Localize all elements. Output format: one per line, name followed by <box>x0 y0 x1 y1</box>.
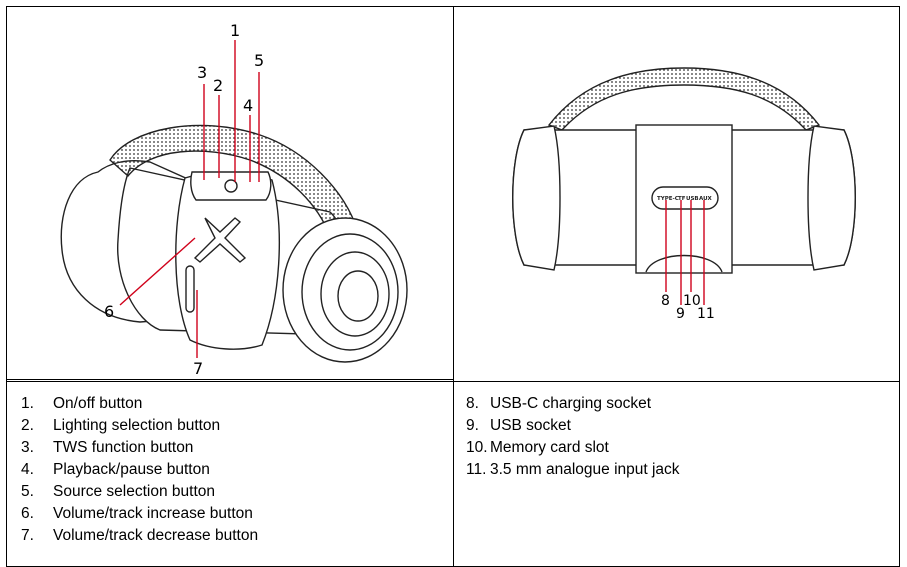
callout-9: 9 <box>676 306 685 322</box>
callout-10: 10 <box>683 293 701 309</box>
list-item: 9. USB socket <box>466 415 680 437</box>
item-number: 6. <box>21 505 34 522</box>
item-number: 9. <box>466 417 479 434</box>
handle-rear <box>547 67 821 131</box>
list-item: 3. TWS function button <box>21 437 258 459</box>
item-number: 5. <box>21 483 34 500</box>
parts-list-left: 1. On/off button 2. Lighting selection but… <box>21 393 258 547</box>
callout-7: 7 <box>193 359 203 378</box>
left-end-cap-rear <box>512 125 561 271</box>
item-number: 8. <box>466 395 479 412</box>
list-item: 1. On/off button <box>21 393 258 415</box>
item-label: Memory card slot <box>490 439 609 456</box>
port-label-aux: AUX <box>699 196 713 202</box>
list-item: 2. Lighting selection button <box>21 415 258 437</box>
callout-4: 4 <box>243 96 253 115</box>
minus-button-shape <box>185 265 195 313</box>
callout-8: 8 <box>661 293 670 309</box>
port-label-usb: USB <box>686 196 699 202</box>
list-item: 11.3.5 mm analogue input jack <box>466 459 680 481</box>
port-labels: TYPE-C TF USB AUX <box>657 196 713 202</box>
port-label-tf: TF <box>678 196 686 202</box>
plus-button-shape <box>193 217 247 263</box>
item-number: 10. <box>466 439 488 456</box>
speaker-rear-figure: TYPE-C TF USB AUX 8 9 10 11 <box>512 67 856 322</box>
callout-1: 1 <box>230 21 240 40</box>
list-item: 8. USB-C charging socket <box>466 393 680 415</box>
callout-3: 3 <box>197 63 207 82</box>
list-item: 5. Source selection button <box>21 481 258 503</box>
item-label: USB-C charging socket <box>490 395 652 412</box>
right-end-cap-rear <box>807 125 856 271</box>
item-number: 4. <box>21 461 34 478</box>
item-label: Playback/pause button <box>53 461 210 478</box>
port-panel <box>651 186 719 210</box>
list-item: 4. Playback/pause button <box>21 459 258 481</box>
item-label: On/off button <box>53 395 143 412</box>
callout-lines-right <box>665 200 705 305</box>
callout-11: 11 <box>697 306 715 322</box>
callout-numbers-right: 8 9 10 11 <box>661 293 715 322</box>
item-label: Source selection button <box>53 483 215 500</box>
parts-list-right: 8. USB-C charging socket 9. USB socket 10.… <box>466 393 680 481</box>
port-label-type-c: TYPE-C <box>657 196 679 202</box>
list-item: 10.Memory card slot <box>466 437 680 459</box>
callout-5: 5 <box>254 51 264 70</box>
list-item: 6. Volume/track increase button <box>21 503 258 525</box>
item-label: Lighting selection button <box>53 417 221 434</box>
item-label: Volume/track increase button <box>53 505 253 522</box>
item-number: 2. <box>21 417 34 434</box>
item-label: TWS function button <box>53 439 194 456</box>
item-number: 1. <box>21 395 34 412</box>
item-number: 7. <box>21 527 34 544</box>
callout-lines-left <box>119 40 260 358</box>
item-number: 11. <box>466 461 487 478</box>
speaker-front-figure: 1 2 3 4 5 6 7 <box>60 21 408 378</box>
callout-6: 6 <box>104 302 114 321</box>
item-number: 3. <box>21 439 34 456</box>
power-button-shape <box>224 179 238 193</box>
item-label: USB socket <box>490 417 571 434</box>
item-label: Volume/track decrease button <box>53 527 259 544</box>
callout-numbers-left: 1 2 3 4 5 6 7 <box>104 21 264 378</box>
item-label: 3.5 mm analogue input jack <box>490 461 680 478</box>
callout-2: 2 <box>213 76 223 95</box>
list-item: 7. Volume/track decrease button <box>21 525 258 547</box>
